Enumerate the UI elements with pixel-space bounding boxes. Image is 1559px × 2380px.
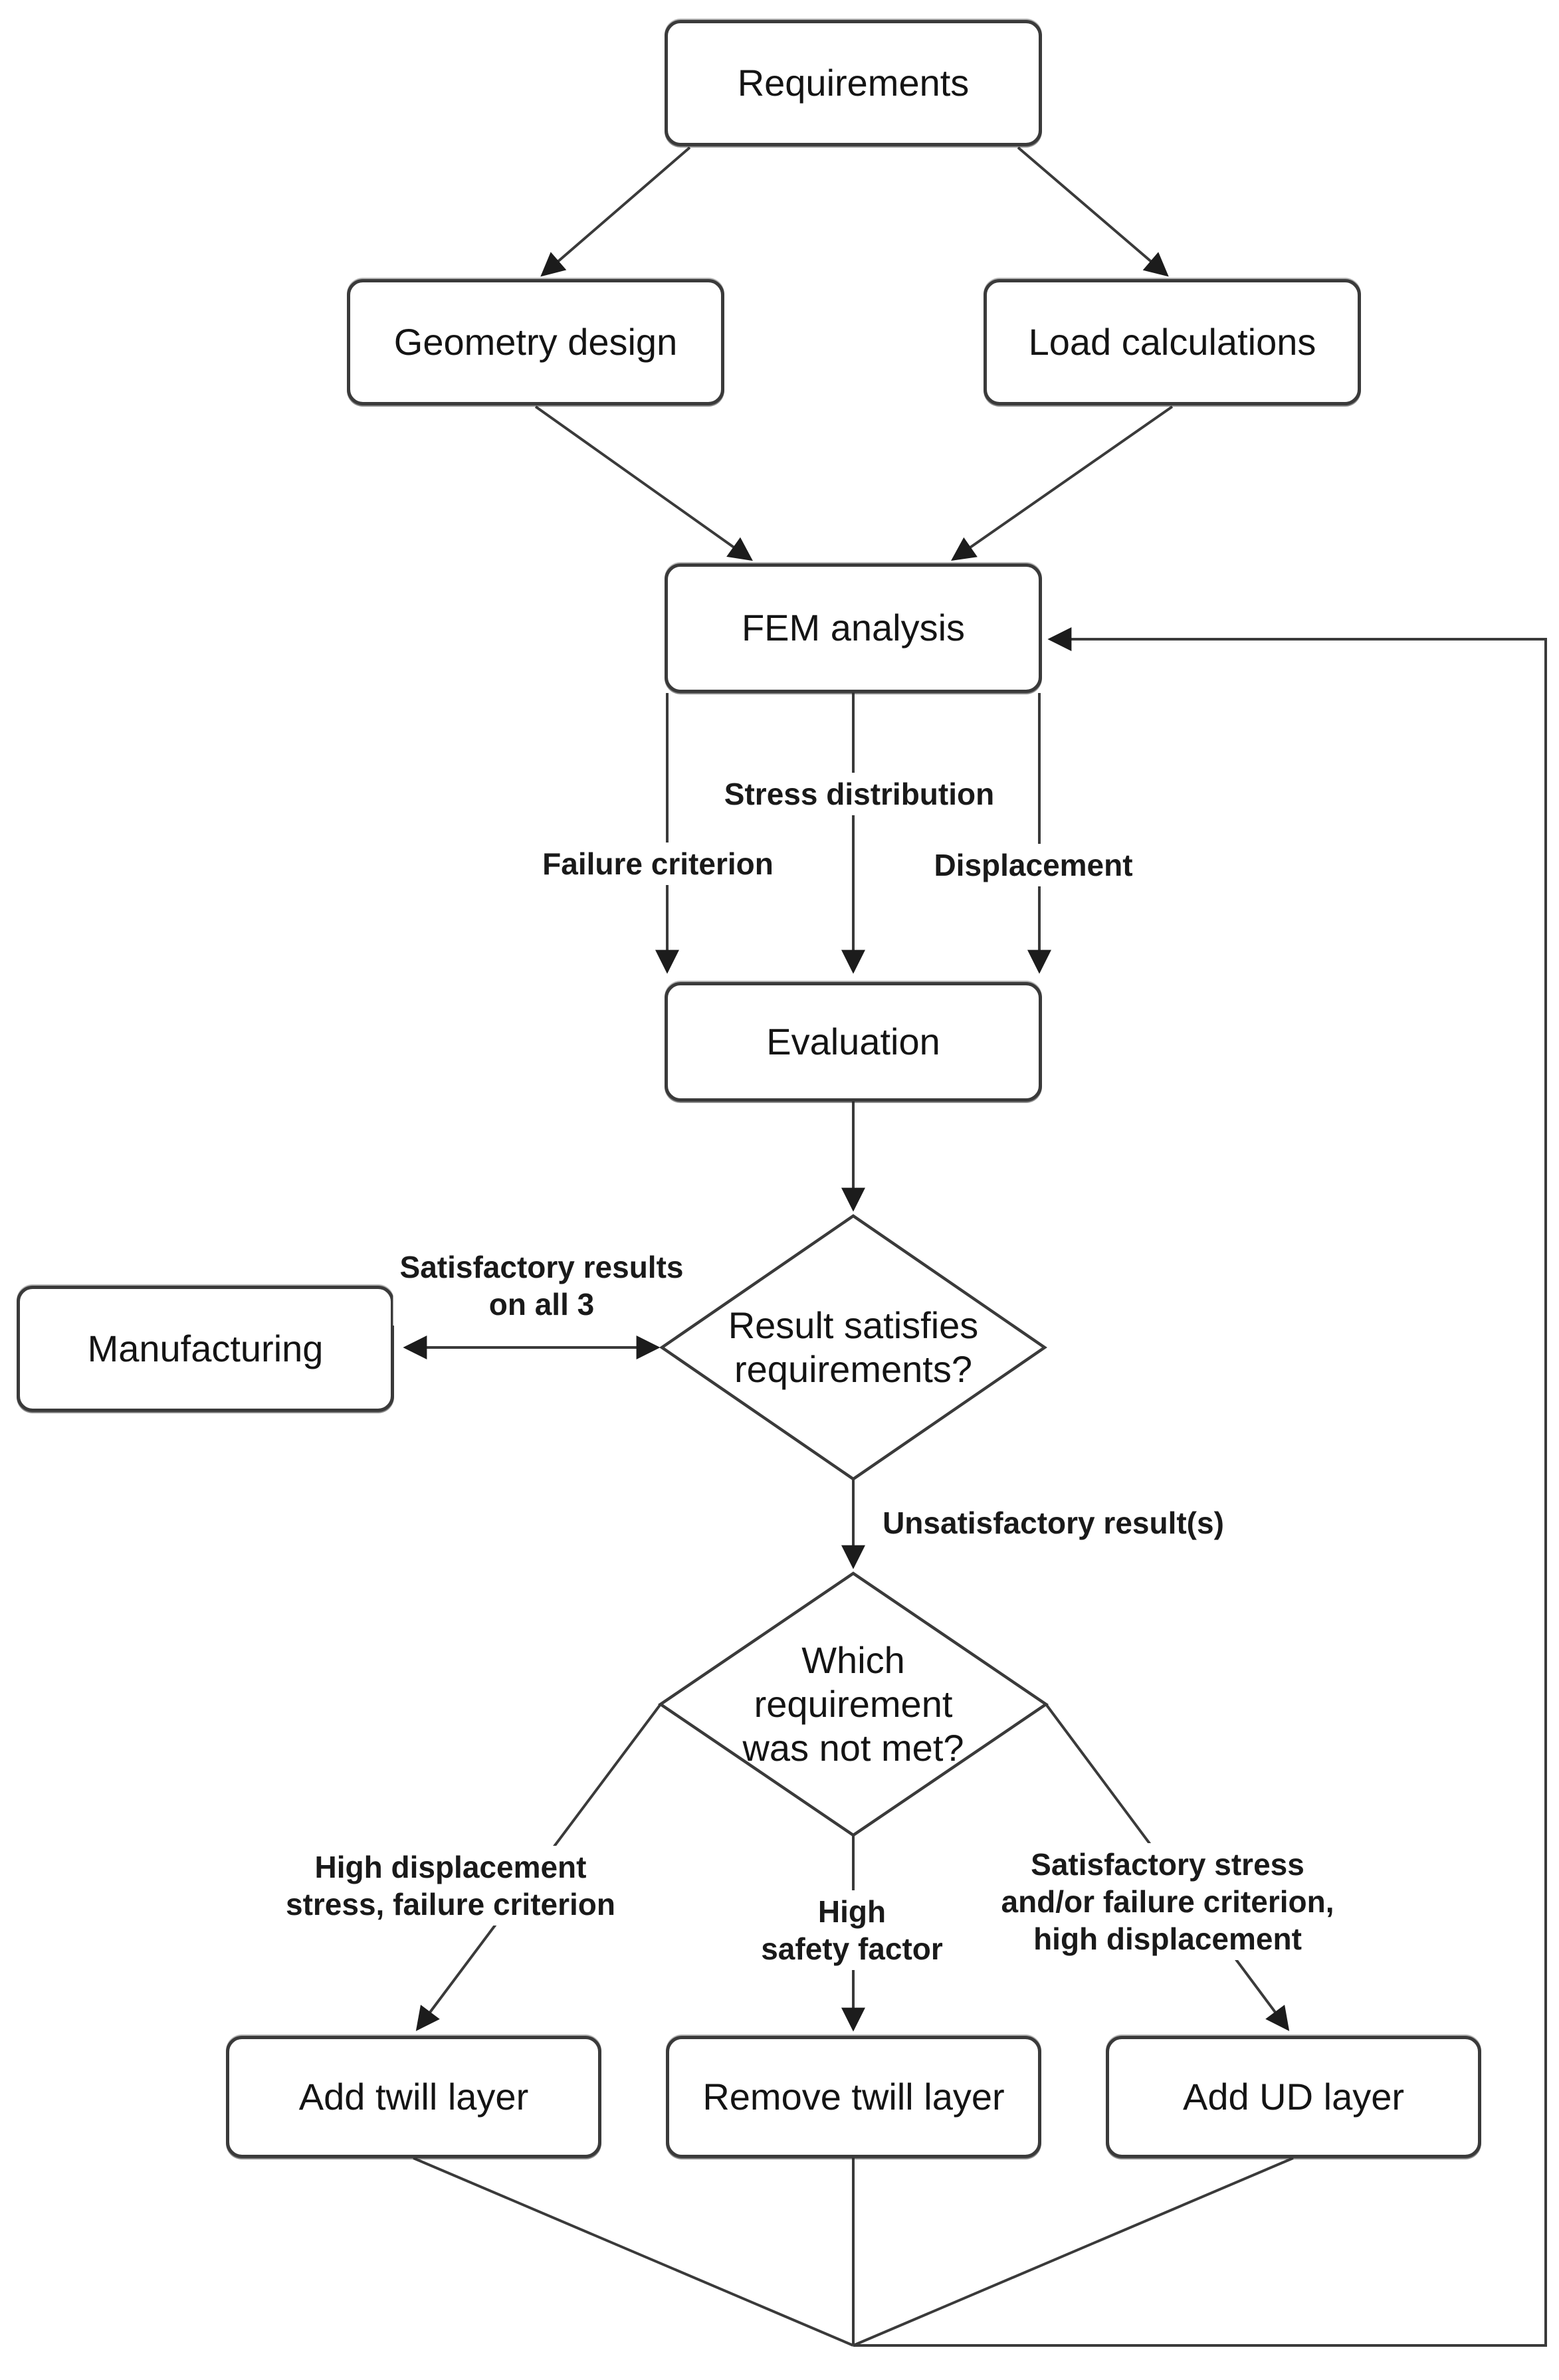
node-add-twill-layer-label: Add twill layer — [298, 2075, 529, 2118]
node-fem-analysis-label: FEM analysis — [741, 607, 966, 649]
edge-label-failure-criterion: Failure criterion — [536, 843, 780, 885]
edge-label-satisfactory-line2: on all 3 — [488, 1287, 595, 1322]
node-geometry-design: Geometry design — [347, 279, 724, 405]
decision-result-satisfies-line1: Result satisfies — [728, 1304, 979, 1346]
edge-feedback-to-fem — [853, 627, 1547, 2347]
edge-label-branch-right-line2: and/or failure criterion, — [1001, 1884, 1334, 1919]
decision-which-requirement-shape — [657, 1571, 1049, 1837]
edge-label-satisfactory: Satisfactory results on all 3 — [393, 1246, 690, 1326]
edge-load-fem — [951, 405, 1174, 561]
edge-label-unsatisfactory-text: Unsatisfactory result(s) — [883, 1506, 1224, 1540]
edge-label-displacement-text: Displacement — [934, 848, 1133, 882]
node-load-calculations-label: Load calculations — [1028, 320, 1316, 363]
node-remove-twill-layer: Remove twill layer — [666, 2036, 1041, 2158]
node-fem-analysis: FEM analysis — [665, 563, 1042, 693]
decision-which-requirement-line2: requirement — [754, 1683, 953, 1725]
decision-result-satisfies-label: Result satisfies requirements? — [728, 1304, 979, 1391]
edge-label-stress-distribution-text: Stress distribution — [724, 777, 995, 811]
edge-label-branch-left: High displacement stress, failure criter… — [279, 1846, 622, 1926]
node-add-ud-layer: Add UD layer — [1106, 2036, 1481, 2158]
edge-geometry-fem — [534, 405, 753, 561]
edge-label-branch-right-line3: high displacement — [1033, 1922, 1302, 1956]
edge-label-satisfactory-line1: Satisfactory results — [399, 1250, 684, 1284]
edge-add-twill-merge — [413, 2157, 854, 2347]
edge-label-branch-mid-line1: High — [817, 1894, 886, 1929]
decision-which-requirement-line1: Which — [801, 1639, 905, 1681]
edge-label-branch-left-line1: High displacement — [314, 1850, 587, 1884]
node-evaluation-label: Evaluation — [766, 1020, 940, 1062]
edge-label-branch-right: Satisfactory stress and/or failure crite… — [994, 1843, 1341, 1960]
edge-requirements-load — [1017, 146, 1169, 277]
node-manufacturing: Manufacturing — [17, 1286, 394, 1412]
edge-label-failure-criterion-text: Failure criterion — [542, 846, 774, 881]
decision-result-satisfies-line2: requirements? — [734, 1348, 972, 1390]
node-requirements: Requirements — [665, 20, 1042, 146]
edge-label-stress-distribution: Stress distribution — [717, 773, 1001, 815]
node-add-ud-layer-label: Add UD layer — [1182, 2075, 1405, 2118]
edge-label-branch-mid-line2: safety factor — [761, 1932, 943, 1966]
decision-which-requirement-label: Which requirement was not met? — [742, 1638, 964, 1770]
node-load-calculations: Load calculations — [984, 279, 1361, 405]
node-geometry-design-label: Geometry design — [393, 320, 678, 363]
edge-requirements-geometry — [540, 146, 691, 277]
decision-result-satisfies-shape — [659, 1214, 1047, 1481]
node-remove-twill-layer-label: Remove twill layer — [702, 2075, 1005, 2118]
node-evaluation: Evaluation — [665, 982, 1042, 1102]
decision-which-requirement-line3: was not met? — [742, 1727, 964, 1769]
edge-label-displacement: Displacement — [927, 844, 1140, 886]
edge-label-branch-right-line1: Satisfactory stress — [1031, 1847, 1304, 1882]
edge-label-branch-left-line2: stress, failure criterion — [286, 1887, 615, 1922]
node-add-twill-layer: Add twill layer — [226, 2036, 601, 2158]
node-manufacturing-label: Manufacturing — [87, 1327, 324, 1369]
edge-add-ud-merge — [853, 2157, 1294, 2347]
edge-label-unsatisfactory: Unsatisfactory result(s) — [876, 1502, 1231, 1544]
node-requirements-label: Requirements — [737, 61, 970, 104]
edge-label-branch-mid: High safety factor — [754, 1890, 950, 1970]
